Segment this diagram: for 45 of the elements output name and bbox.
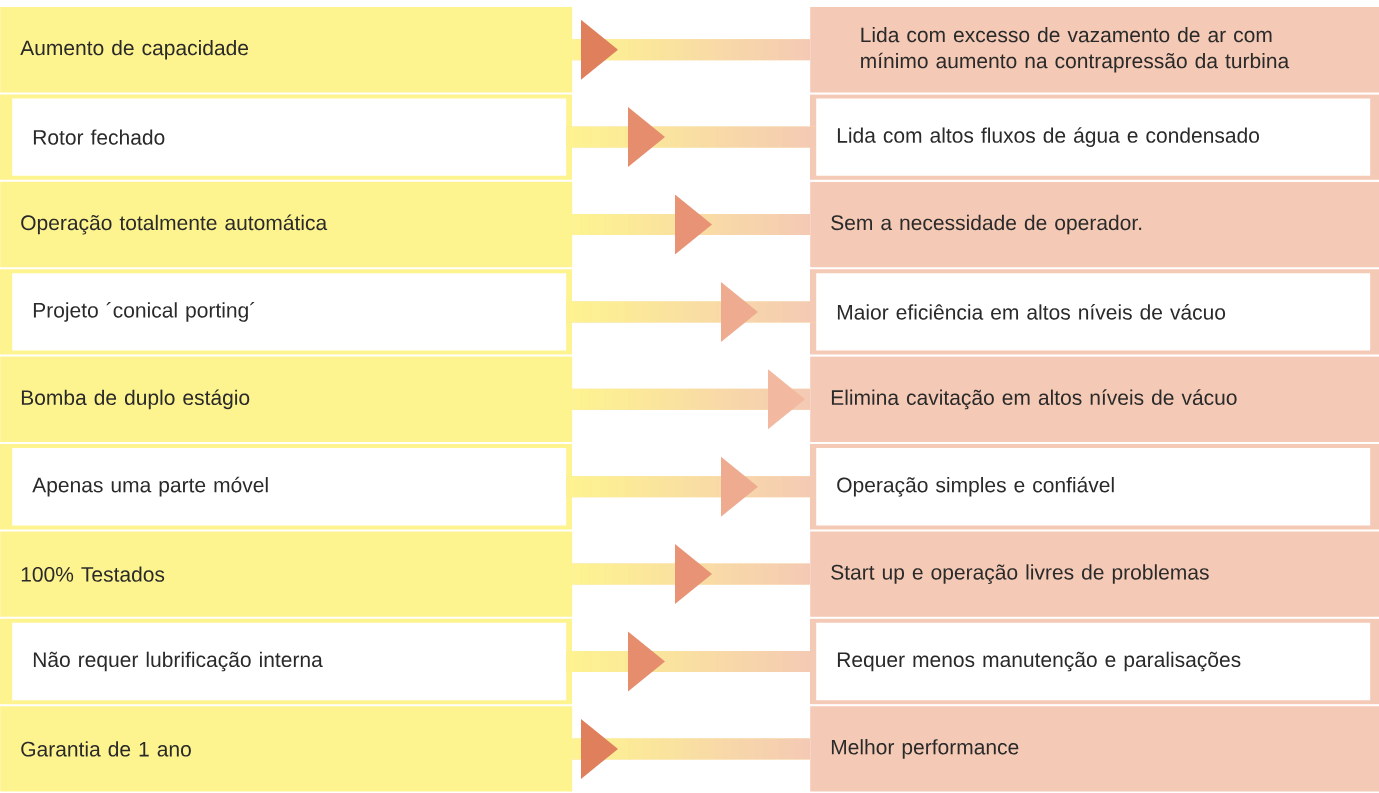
- node-label: Bomba de duplo estágio: [21, 389, 250, 410]
- benefit-box: Melhor performance: [810, 706, 1379, 792]
- node-label: Sem a necessidade de operador.: [831, 214, 1142, 235]
- arrow: [572, 718, 810, 779]
- feature-box: 100% Testados: [0, 531, 573, 617]
- arrow: [572, 544, 810, 605]
- benefit-box: Elimina cavitação em altos níveis de vácuo: [810, 356, 1379, 442]
- arrow: [566, 631, 816, 692]
- feature-box: Operação totalmente automática: [0, 181, 573, 268]
- feature-box: Projeto ´conical porting´: [0, 269, 572, 355]
- node-label: Melhor performance: [831, 739, 1019, 759]
- benefit-box: Operação simples e confiável: [810, 444, 1379, 530]
- node-label: Rotor fechado: [33, 129, 165, 145]
- benefit-box: Requer menos manutenção e paralisações: [810, 618, 1379, 705]
- node-label: Não requer lubrificação interna: [33, 651, 323, 672]
- feature-box: Não requer lubrificação interna: [0, 618, 572, 705]
- node-label: Garantia de 1 ano: [21, 741, 191, 757]
- node-label: Requer menos manutenção e paralisações: [837, 651, 1241, 672]
- feature-box: Aumento de capacidade: [0, 7, 573, 93]
- node-label: Aumento de capacidade: [20, 39, 249, 60]
- benefit-box: Sem a necessidade de operador.: [810, 181, 1379, 268]
- node-label: Elimina cavitação em altos níveis de vácuo: [831, 389, 1237, 410]
- node-label: 100% Testados: [21, 566, 165, 582]
- benefit-box: Maior eficiência em altos níveis de vácuo: [810, 269, 1379, 355]
- benefit-box: Lida com excesso de vazamento de ar com mínimo aumento na contrapressão da turbina: [810, 7, 1379, 93]
- benefit-box: Start up e operação livres de problemas: [810, 531, 1379, 617]
- node-label: Projeto ´conical porting´: [33, 301, 255, 322]
- node-label: Apenas uma parte móvel: [32, 476, 268, 497]
- feature-box: Bomba de duplo estágio: [0, 356, 573, 442]
- node-label: Operação simples e confiável: [837, 476, 1114, 497]
- node-label: Lida com excesso de vazamento de ar com mínimo aumento na contrapressão da turbina: [861, 26, 1290, 73]
- node-label: Operação totalmente automática: [21, 214, 328, 235]
- feature-box: Apenas uma parte móvel: [0, 444, 572, 530]
- benefit-box: Lida com altos fluxos de água e condensado: [810, 94, 1379, 180]
- arrow: [566, 456, 816, 517]
- arrow: [572, 194, 810, 255]
- node-label: Lida com altos fluxos de água e condensado: [837, 127, 1260, 148]
- arrow: [566, 281, 816, 342]
- arrow: [566, 107, 816, 168]
- arrow: [572, 19, 810, 80]
- feature-box: Garantia de 1 ano: [0, 706, 573, 792]
- node-label: Start up e operação livres de problemas: [831, 564, 1209, 584]
- node-label: Maior eficiência em altos níveis de vácuo: [837, 304, 1226, 320]
- feature-box: Rotor fechado: [0, 94, 572, 180]
- arrow: [572, 369, 810, 430]
